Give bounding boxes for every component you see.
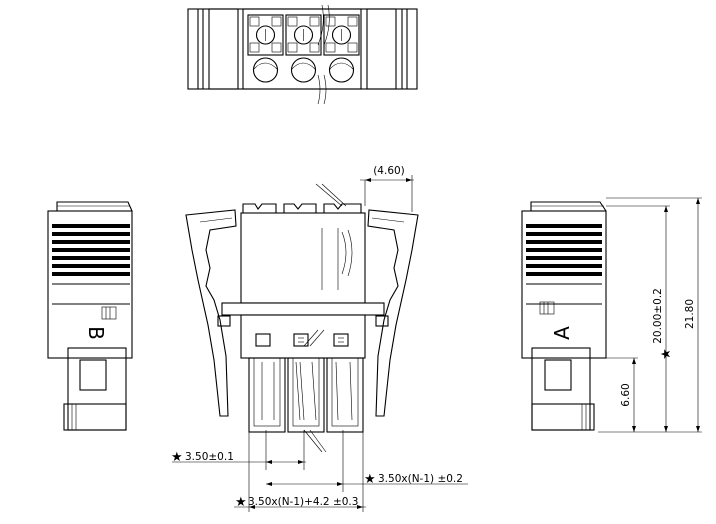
dim-span-n: 3.50x(N-1) ±0.2 [378, 473, 463, 485]
front-view [185, 183, 419, 453]
dim-height-total: 21.80 [684, 299, 696, 329]
star-span-n: ★ [364, 472, 376, 487]
top-view-cells [247, 14, 360, 83]
dimension-lines [172, 175, 702, 512]
dim-pitch: 3.50±0.1 [185, 451, 234, 463]
dim-span-total: 3.50x(N-1)+4.2 ±0.3 [248, 496, 358, 508]
left-ribs [52, 224, 130, 276]
left-side-view: B [47, 201, 133, 431]
side-letter-a: A [550, 326, 574, 340]
dim-offset-top: (4.60) [373, 165, 405, 177]
top-view [187, 4, 418, 105]
side-letter-b: B [84, 326, 108, 340]
dim-height-main: 20.00±0.2 [652, 288, 664, 344]
pin-channels [248, 357, 364, 433]
star-pitch: ★ [171, 450, 183, 465]
dim-height-lower: 6.60 [620, 383, 632, 406]
star-span-total: ★ [235, 495, 247, 510]
right-ribs [526, 224, 602, 276]
right-side-view: A [521, 201, 607, 431]
star-height-main: ★ [659, 348, 674, 360]
